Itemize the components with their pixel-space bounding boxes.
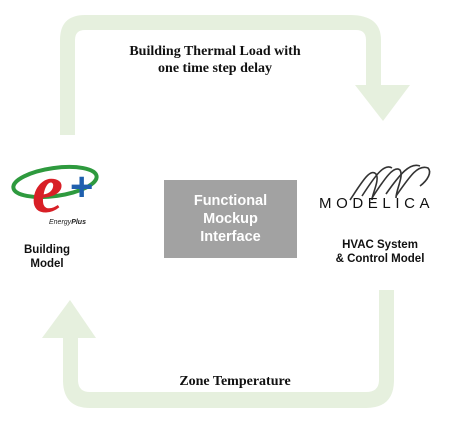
bottom-arrow-label: Zone Temperature xyxy=(179,374,291,389)
eplus-letter: e xyxy=(32,151,63,228)
hvac-model-label: HVAC System & Control Model xyxy=(320,238,440,266)
top-cycle-arrowhead xyxy=(355,85,410,121)
energyplus-logo-icon: e + xyxy=(11,151,99,228)
hvac-label-line1: HVAC System xyxy=(342,239,418,251)
eplus-sub-energy: Energy xyxy=(49,219,72,226)
modelica-swoosh-icon xyxy=(349,164,431,201)
fmi-line1: Functional xyxy=(193,193,268,209)
eplus-plus: + xyxy=(70,165,93,209)
top-cycle-arrow xyxy=(60,15,381,135)
building-label-line1: Building xyxy=(24,244,70,256)
fmi-line2: Mockup xyxy=(203,211,258,227)
modelica-logo-text: MODELICA xyxy=(319,195,435,212)
bottom-cycle-arrowhead xyxy=(42,300,96,338)
energyplus-logo-subtext: EnergyPlus xyxy=(49,219,86,226)
fmi-box: Functional Mockup Interface xyxy=(164,180,297,258)
fmi-line3: Interface xyxy=(200,229,261,245)
top-label-line1: Building Thermal Load with xyxy=(129,44,301,59)
hvac-label-line2: & Control Model xyxy=(335,253,425,265)
eplus-sub-plus: Plus xyxy=(71,219,86,226)
top-arrow-label: Building Thermal Load with one time step… xyxy=(110,43,320,77)
top-label-line2: one time step delay xyxy=(158,61,272,76)
bottom-cycle-arrow xyxy=(63,290,394,408)
building-model-label: Building Model xyxy=(8,243,86,271)
building-label-line2: Model xyxy=(30,258,64,270)
